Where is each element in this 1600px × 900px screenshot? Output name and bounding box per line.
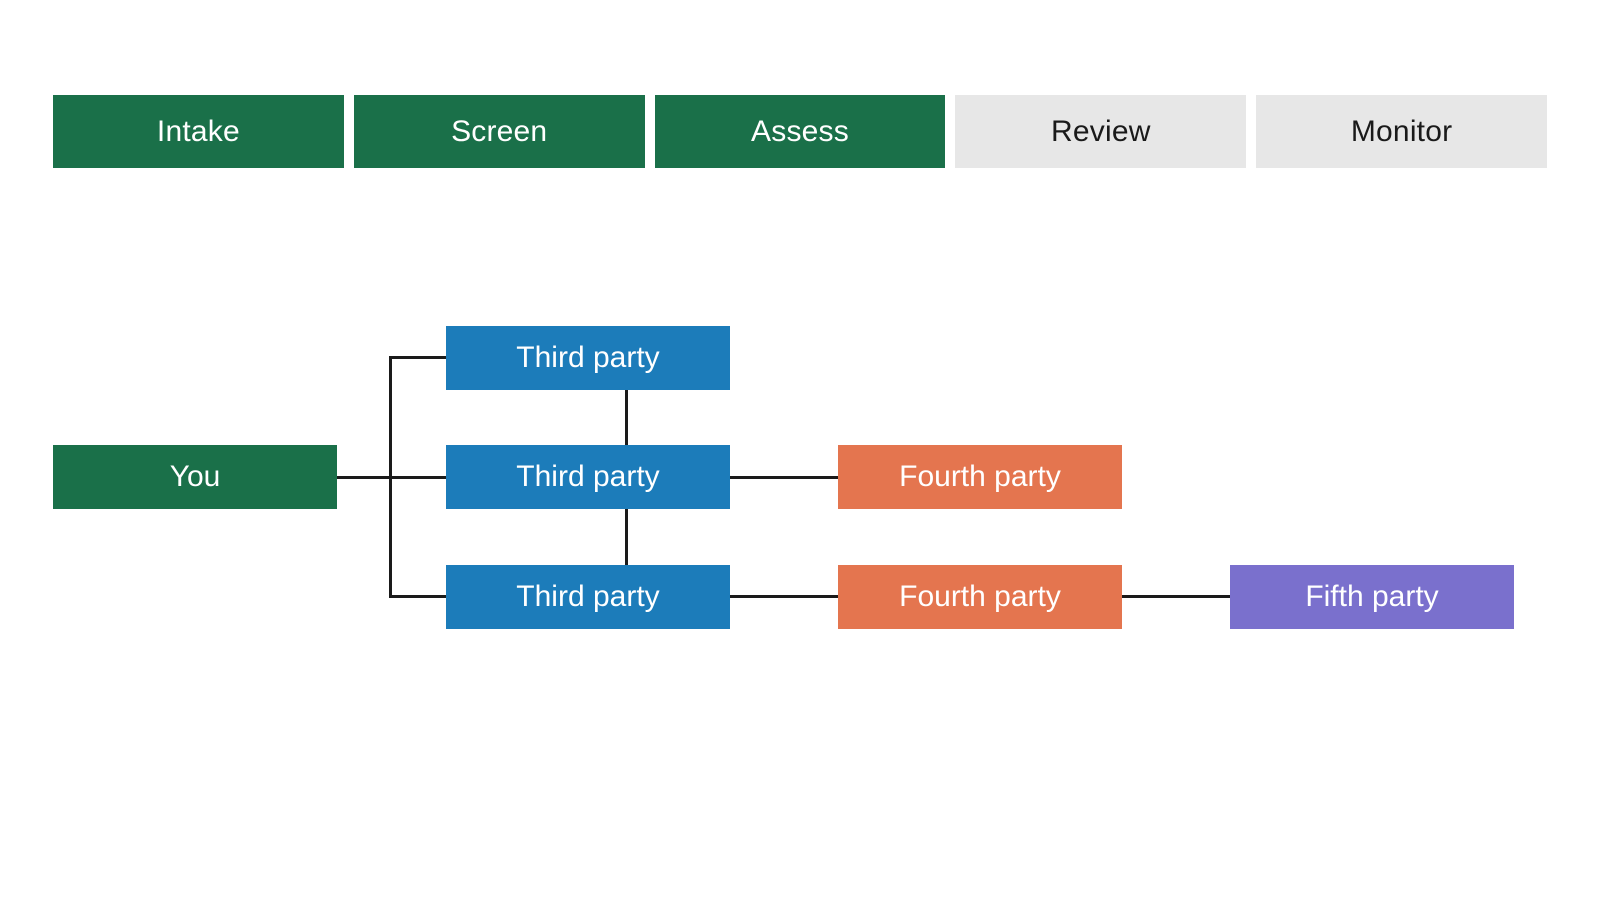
node-third-party-top[interactable]: Third party: [446, 326, 730, 390]
node-you[interactable]: You: [53, 445, 337, 509]
stage-screen[interactable]: Screen: [353, 95, 645, 168]
node-third-party-bottom[interactable]: Third party: [446, 565, 730, 629]
connector-fourth-party-to-fifth-party: [1122, 595, 1232, 598]
connector-trunk-to-third-party-bottom: [389, 595, 449, 598]
stage-screen-label: Screen: [451, 114, 548, 148]
connector-third-party-top-to-middle: [625, 390, 628, 446]
stage-intake-label: Intake: [156, 114, 240, 148]
connector-you-to-trunk: [337, 476, 449, 479]
connector-third-party-middle-to-bottom: [625, 509, 628, 566]
node-fourth-party-middle-label: Fourth party: [899, 460, 1061, 493]
node-third-party-bottom-label: Third party: [516, 580, 660, 613]
node-fourth-party-bottom[interactable]: Fourth party: [838, 565, 1122, 629]
node-third-party-middle-label: Third party: [516, 460, 660, 493]
stage-review-label: Review: [1051, 114, 1151, 148]
node-third-party-middle[interactable]: Third party: [446, 445, 730, 509]
stage-review[interactable]: Review: [955, 95, 1247, 168]
node-third-party-top-label: Third party: [516, 341, 660, 374]
node-fourth-party-bottom-label: Fourth party: [899, 580, 1061, 613]
node-fourth-party-middle[interactable]: Fourth party: [838, 445, 1122, 509]
stage-assess-label: Assess: [751, 114, 849, 148]
stage-intake[interactable]: Intake: [53, 95, 344, 168]
stage-progress-bar: Intake Screen Assess Review Monitor: [53, 95, 1547, 168]
node-you-label: You: [169, 460, 221, 493]
stage-monitor-label: Monitor: [1350, 114, 1453, 148]
connector-trunk-vertical: [389, 356, 392, 598]
node-fifth-party-label: Fifth party: [1305, 580, 1439, 613]
stage-assess[interactable]: Assess: [654, 95, 946, 168]
node-fifth-party[interactable]: Fifth party: [1230, 565, 1514, 629]
connector-third-party-middle-to-fourth-party: [730, 476, 840, 479]
stage-monitor[interactable]: Monitor: [1256, 95, 1547, 168]
connector-trunk-to-third-party-top: [389, 356, 449, 359]
connector-third-party-bottom-to-fourth-party: [730, 595, 840, 598]
